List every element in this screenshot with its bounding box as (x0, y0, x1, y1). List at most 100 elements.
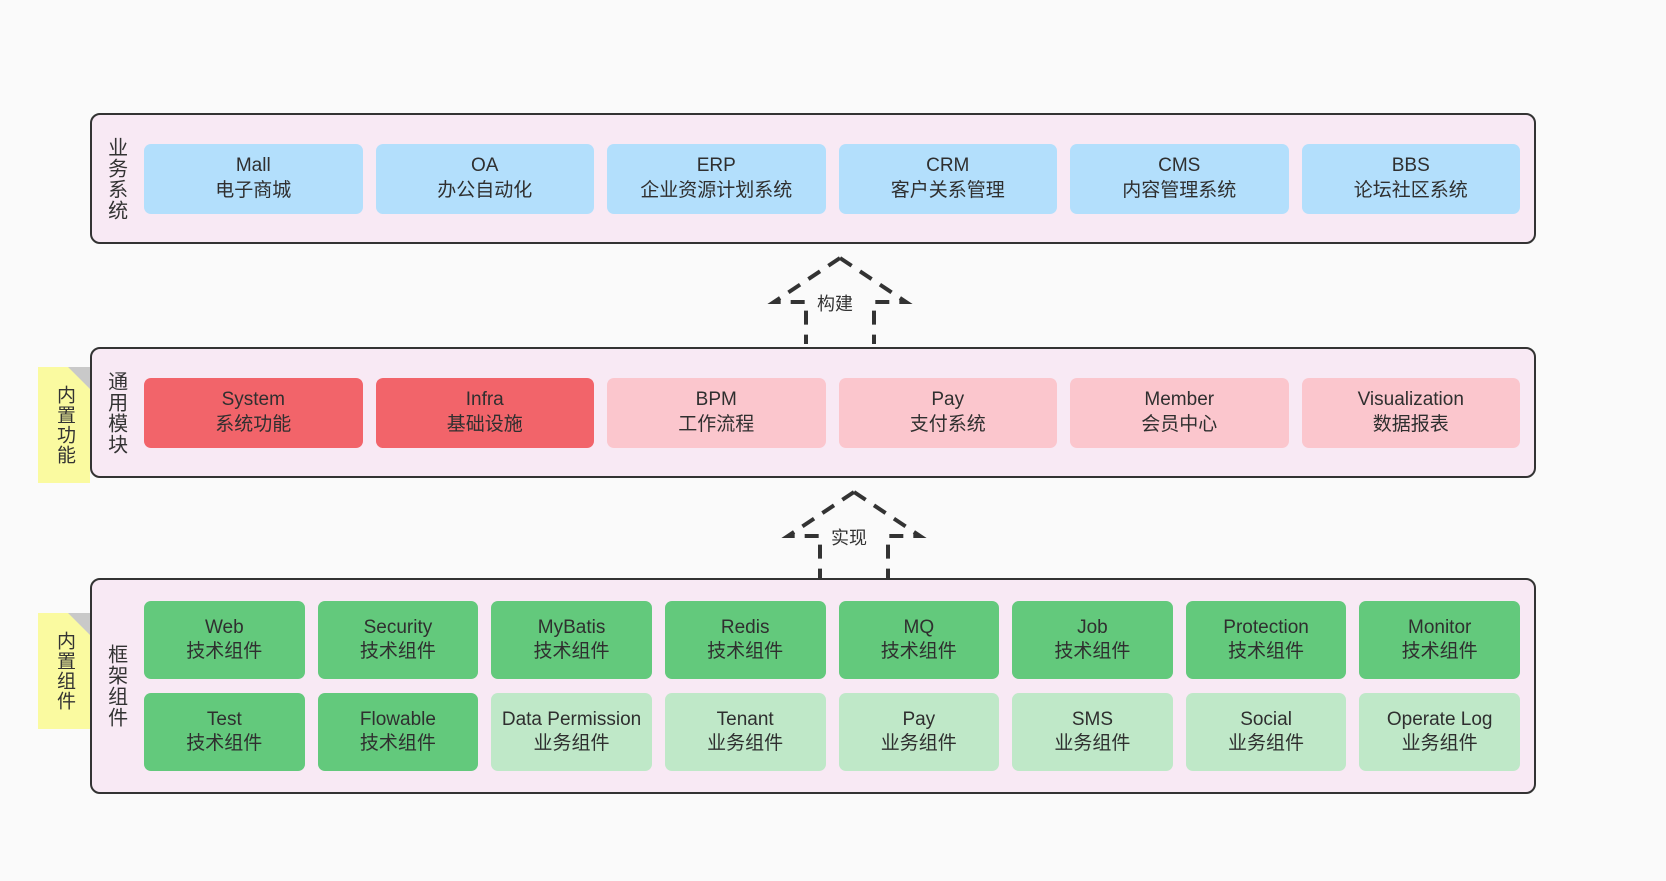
layer-business-system: 业务系统 Mall 电子商城 OA 办公自动化 ERP 企业资源计划系统 CRM… (90, 113, 1536, 244)
card-social[interactable]: Social 业务组件 (1185, 693, 1347, 771)
card-visualization[interactable]: Visualization 数据报表 (1301, 377, 1520, 448)
card-bbs[interactable]: BBS 论坛社区系统 (1301, 143, 1520, 214)
card-title-cn: 技术组件 (533, 641, 610, 662)
card-title-cn: 业务组件 (880, 733, 957, 754)
connector-build: 构建 (756, 256, 924, 344)
card-oa[interactable]: OA 办公自动化 (375, 143, 594, 214)
layer-common-module: 通用模块 System 系统功能 Infra 基础设施 BPM 工作流程 Pay… (90, 347, 1536, 478)
card-title-en: Monitor (1408, 616, 1472, 638)
card-mall[interactable]: Mall 电子商城 (144, 143, 363, 214)
card-title-en: MQ (903, 616, 935, 638)
card-row: System 系统功能 Infra 基础设施 BPM 工作流程 Pay 支付系统… (144, 377, 1520, 448)
card-title-en: Member (1144, 389, 1215, 411)
card-tenant[interactable]: Tenant 业务组件 (664, 693, 826, 771)
card-title-en: Job (1077, 616, 1108, 638)
card-title-en: MyBatis (537, 616, 606, 638)
card-monitor[interactable]: Monitor 技术组件 (1359, 601, 1520, 679)
connector-label-build: 构建 (814, 290, 856, 316)
card-title-cn: 技术组件 (186, 733, 263, 754)
card-title-en: System (221, 389, 285, 411)
card-pay-module[interactable]: Pay 支付系统 (838, 377, 1057, 448)
card-title-en: OA (471, 155, 499, 177)
card-flowable[interactable]: Flowable 技术组件 (317, 693, 479, 771)
card-sms[interactable]: SMS 业务组件 (1012, 693, 1173, 771)
card-title-en: Pay (902, 708, 936, 730)
layer-title-common: 通用模块 (104, 370, 127, 455)
card-title-cn: 业务组件 (533, 733, 610, 754)
card-title-en: ERP (696, 155, 736, 177)
card-row: Test 技术组件 Flowable 技术组件 Data Permission … (144, 693, 1520, 771)
card-row: Mall 电子商城 OA 办公自动化 ERP 企业资源计划系统 CRM 客户关系… (144, 143, 1520, 214)
card-bpm[interactable]: BPM 工作流程 (607, 377, 826, 448)
card-title-cn: 技术组件 (707, 641, 784, 662)
card-system[interactable]: System 系统功能 (144, 377, 363, 448)
card-title-cn: 客户关系管理 (890, 179, 1005, 201)
card-title-cn: 技术组件 (1401, 641, 1478, 662)
card-infra[interactable]: Infra 基础设施 (375, 377, 594, 448)
card-title-en: BPM (695, 389, 737, 411)
card-title-cn: 支付系统 (909, 413, 986, 435)
card-operate-log[interactable]: Operate Log 业务组件 (1359, 693, 1520, 771)
card-title-cn: 业务组件 (707, 733, 784, 754)
card-data-permission[interactable]: Data Permission 业务组件 (491, 693, 652, 771)
note-text: 内置组件 (54, 631, 76, 711)
card-mq[interactable]: MQ 技术组件 (838, 601, 1000, 679)
layer-body-business: Mall 电子商城 OA 办公自动化 ERP 企业资源计划系统 CRM 客户关系… (138, 115, 1534, 242)
card-title-en: CRM (926, 155, 970, 177)
card-crm[interactable]: CRM 客户关系管理 (838, 143, 1057, 214)
card-title-en: BBS (1391, 155, 1430, 177)
layer-title-framework: 框架组件 (104, 644, 127, 728)
layer-body-common: System 系统功能 Infra 基础设施 BPM 工作流程 Pay 支付系统… (138, 349, 1534, 476)
card-title-cn: 技术组件 (359, 641, 436, 662)
card-title-cn: 技术组件 (880, 641, 957, 662)
card-title-en: Visualization (1357, 389, 1464, 411)
card-cms[interactable]: CMS 内容管理系统 (1070, 143, 1289, 214)
card-title-cn: 论坛社区系统 (1353, 179, 1468, 201)
card-security[interactable]: Security 技术组件 (317, 601, 479, 679)
card-web[interactable]: Web 技术组件 (144, 601, 305, 679)
card-title-cn: 办公自动化 (437, 179, 533, 201)
note-builtin-component: 内置组件 (38, 613, 90, 729)
card-title-cn: 系统功能 (215, 413, 292, 435)
generalization-arrow-icon (767, 256, 913, 344)
card-title-en: Flowable (359, 708, 436, 730)
card-title-en: Pay (931, 389, 965, 411)
card-title-en: Protection (1223, 616, 1309, 638)
card-title-cn: 工作流程 (678, 413, 755, 435)
card-job[interactable]: Job 技术组件 (1012, 601, 1173, 679)
card-title-cn: 企业资源计划系统 (640, 179, 793, 201)
card-title-en: Infra (465, 389, 504, 411)
card-title-cn: 数据报表 (1372, 413, 1449, 435)
card-title-cn: 业务组件 (1401, 733, 1478, 754)
card-title-en: Redis (720, 616, 770, 638)
generalization-arrow-icon (781, 490, 927, 578)
card-title-en: Security (363, 616, 433, 638)
card-title-en: Data Permission (501, 708, 642, 730)
card-title-cn: 业务组件 (1228, 733, 1305, 754)
card-protection[interactable]: Protection 技术组件 (1185, 601, 1347, 679)
card-erp[interactable]: ERP 企业资源计划系统 (607, 143, 826, 214)
card-test[interactable]: Test 技术组件 (144, 693, 305, 771)
card-mybatis[interactable]: MyBatis 技术组件 (491, 601, 652, 679)
card-title-cn: 技术组件 (1228, 641, 1305, 662)
note-text: 内置功能 (54, 385, 76, 465)
card-title-en: Social (1240, 708, 1292, 730)
card-row: Web 技术组件 Security 技术组件 MyBatis 技术组件 Redi… (144, 601, 1520, 679)
card-title-cn: 技术组件 (186, 641, 263, 662)
card-title-cn: 会员中心 (1141, 413, 1218, 435)
connector-label-implement: 实现 (828, 524, 870, 550)
card-member[interactable]: Member 会员中心 (1070, 377, 1289, 448)
card-title-en: CMS (1158, 155, 1201, 177)
connector-implement: 实现 (770, 490, 938, 578)
card-pay-component[interactable]: Pay 业务组件 (838, 693, 1000, 771)
layer-framework-component: 框架组件 Web 技术组件 Security 技术组件 MyBatis 技术组件… (90, 578, 1536, 794)
card-redis[interactable]: Redis 技术组件 (664, 601, 826, 679)
layer-body-framework: Web 技术组件 Security 技术组件 MyBatis 技术组件 Redi… (138, 580, 1534, 792)
card-title-en: Operate Log (1386, 708, 1493, 730)
card-title-cn: 电子商城 (215, 179, 292, 201)
layer-title-business: 业务系统 (104, 136, 127, 221)
card-title-en: SMS (1071, 708, 1114, 730)
card-title-en: Mall (235, 155, 271, 177)
card-title-cn: 技术组件 (359, 733, 436, 754)
